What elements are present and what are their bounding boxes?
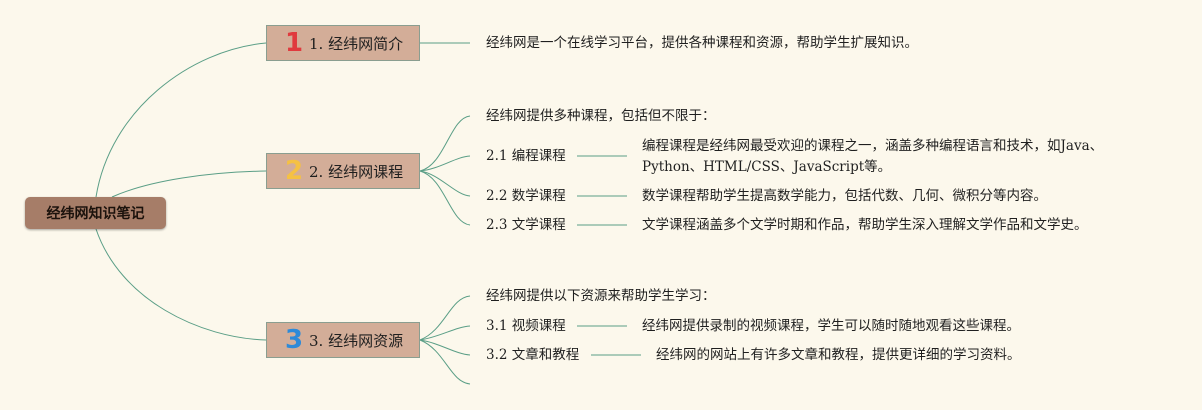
- root-to-branch-3-line: [95, 228, 267, 341]
- branch-2-to-item-2-line: [419, 170, 471, 197]
- branch-3-to-item-1-line: [419, 325, 471, 341]
- branch-3-to-intro-line: [419, 295, 471, 341]
- resource-item-video[interactable]: 3.1 视频课程: [486, 318, 566, 334]
- root-to-branch-2-line: [111, 170, 267, 198]
- branch-label: 1. 经纬网简介: [309, 34, 404, 53]
- root-node[interactable]: 经纬网知识笔记: [25, 197, 166, 229]
- course-detail-programming: 编程课程是经纬网最受欢迎的课程之一，涵盖多种编程语言和技术，如Java、Pyth…: [642, 138, 1104, 175]
- resource-item-articles[interactable]: 3.2 文章和教程: [486, 347, 580, 363]
- number-2-icon: 2: [285, 156, 304, 186]
- branch-label: 3. 经纬网资源: [309, 331, 404, 350]
- branch-node-resources[interactable]: 3 3. 经纬网资源: [266, 322, 420, 358]
- resources-intro-text: 经纬网提供以下资源来帮助学生学习：: [486, 288, 716, 304]
- branch-label: 2. 经纬网课程: [309, 162, 404, 181]
- root-to-branch-1-line: [95, 42, 267, 198]
- course-detail-math: 数学课程帮助学生提高数学能力，包括代数、几何、微积分等内容。: [642, 188, 1047, 204]
- branch-3-to-empty-line: [419, 339, 471, 385]
- course-item-math[interactable]: 2.2 数学课程: [486, 188, 566, 204]
- resource-detail-articles: 经纬网的网站上有许多文章和教程，提供更详细的学习资料。: [656, 347, 1021, 363]
- course-item-programming[interactable]: 2.1 编程课程: [486, 148, 566, 164]
- branch-node-courses[interactable]: 2 2. 经纬网课程: [266, 153, 420, 189]
- branch-2-to-intro-line: [419, 115, 471, 172]
- branch-node-intro[interactable]: 1 1. 经纬网简介: [266, 25, 420, 61]
- courses-intro-text: 经纬网提供多种课程，包括但不限于：: [486, 108, 716, 124]
- course-item-literature[interactable]: 2.3 文学课程: [486, 217, 566, 233]
- branch-3-to-item-2-line: [419, 339, 471, 356]
- course-detail-literature: 文学课程涵盖多个文学时期和作品，帮助学生深入理解文学作品和文学史。: [642, 217, 1088, 233]
- root-label: 经纬网知识笔记: [46, 206, 145, 222]
- intro-summary-text: 经纬网是一个在线学习平台，提供各种课程和资源，帮助学生扩展知识。: [486, 35, 918, 51]
- branch-2-to-item-1-line: [419, 155, 471, 172]
- resource-detail-video: 经纬网提供录制的视频课程，学生可以随时随地观看这些课程。: [642, 318, 1020, 334]
- number-1-icon: 1: [285, 28, 304, 58]
- branch-2-to-item-3-line: [419, 170, 471, 226]
- number-3-icon: 3: [285, 325, 304, 355]
